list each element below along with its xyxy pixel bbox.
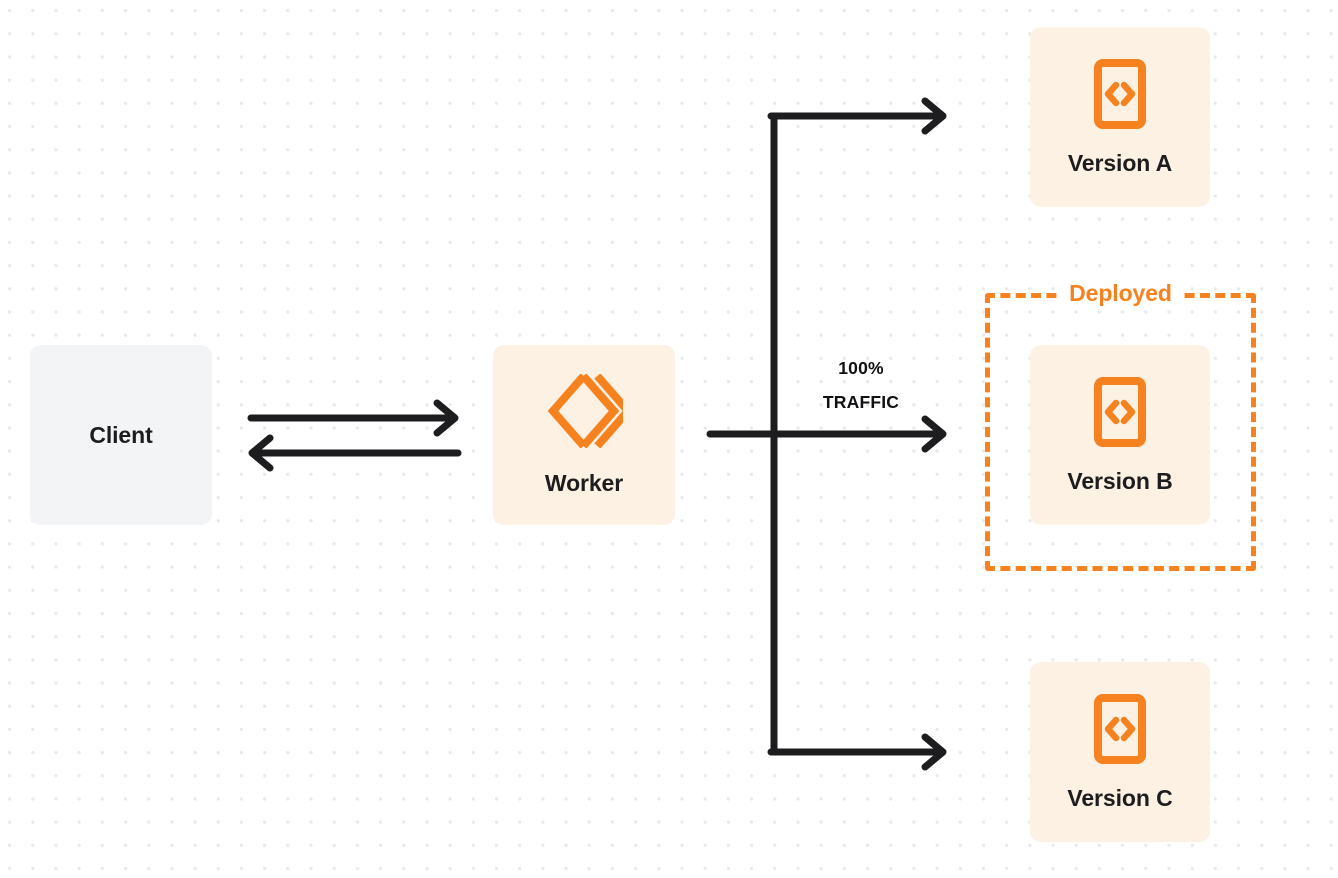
- deployed-group: Deployed: [985, 280, 1256, 571]
- version-a-label: Version A: [1067, 149, 1173, 176]
- deployed-group-label: Deployed: [1058, 280, 1183, 307]
- cloudflare-workers-logo-icon: [545, 372, 634, 449]
- version-a-node[interactable]: Version A: [1030, 27, 1210, 207]
- worker-node[interactable]: Worker: [493, 345, 675, 525]
- traffic-unit-value: TRAFFIC: [822, 391, 900, 412]
- version-b-node[interactable]: Version B: [1030, 345, 1210, 525]
- worker-label: Worker: [544, 469, 624, 496]
- version-c-node[interactable]: Version C: [1030, 662, 1210, 842]
- traffic-percent-value: 100%: [838, 358, 884, 378]
- code-brackets-icon: [1093, 693, 1147, 765]
- traffic-percentage-label: 100% TRAFFIC: [793, 352, 929, 419]
- edge-trunk-to-version-a: [767, 97, 947, 135]
- edge-client-to-worker: [247, 399, 459, 437]
- edge-worker-to-client: [248, 434, 462, 472]
- edge-trunk-to-version-c: [767, 733, 947, 771]
- edge-trunk-to-version-b: [770, 415, 947, 453]
- client-node[interactable]: Client: [30, 345, 212, 525]
- code-brackets-icon: [1093, 376, 1147, 448]
- code-brackets-icon: [1093, 58, 1147, 130]
- client-label: Client: [89, 421, 153, 448]
- version-b-label: Version B: [1067, 467, 1173, 494]
- version-c-label: Version C: [1067, 784, 1173, 811]
